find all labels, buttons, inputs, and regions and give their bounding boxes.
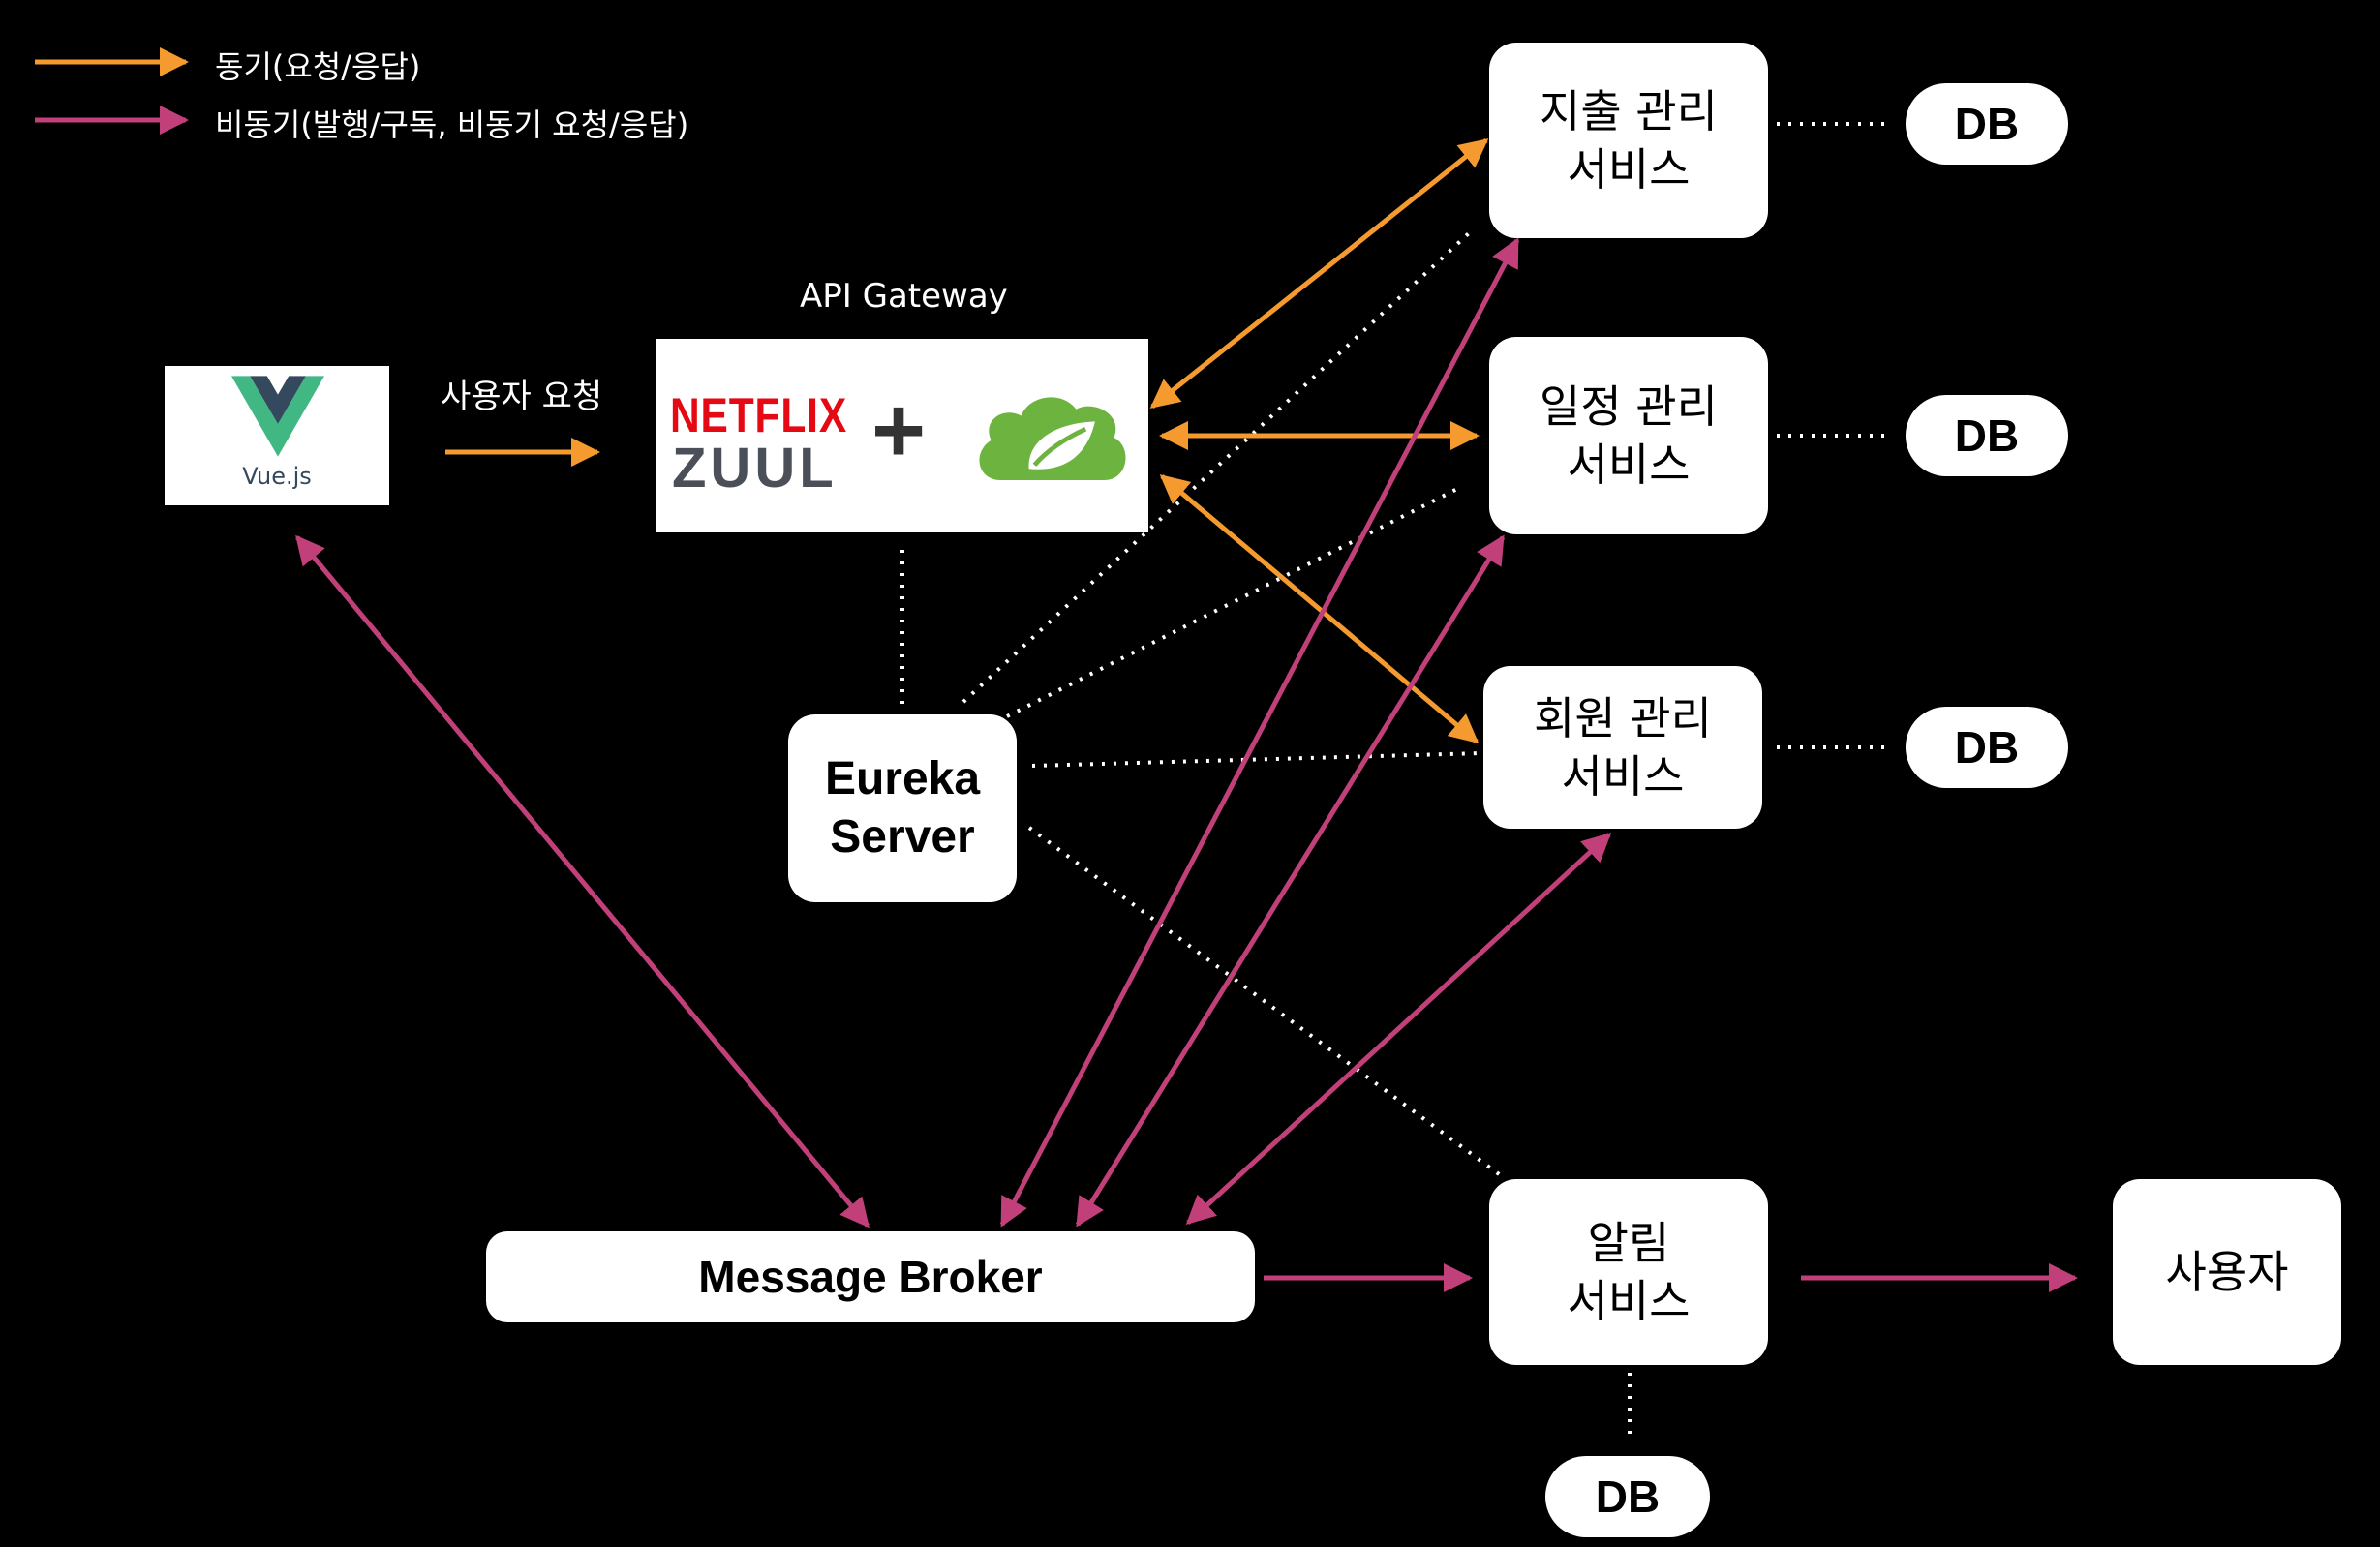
async-connections bbox=[295, 237, 2078, 1292]
api-gateway-box: NETFLIX ZUUL + bbox=[656, 339, 1148, 532]
eureka-server-box: Eureka Server bbox=[788, 714, 1017, 902]
member-service-box: 회원 관리 서비스 bbox=[1483, 666, 1762, 829]
legend-sync-label: 동기(요청/응답) bbox=[215, 48, 421, 85]
db-expense: DB bbox=[1906, 83, 2068, 165]
vue-logo-icon bbox=[231, 376, 324, 457]
schedule-service-box: 일정 관리 서비스 bbox=[1489, 337, 1768, 534]
user-request-label: 사용자 요청 bbox=[441, 378, 603, 416]
db-schedule: DB bbox=[1906, 395, 2068, 476]
db-notification: DB bbox=[1545, 1456, 1710, 1537]
plus-sign: + bbox=[871, 379, 927, 482]
expense-service-box: 지출 관리 서비스 bbox=[1489, 43, 1768, 238]
spring-leaf-icon bbox=[979, 397, 1126, 480]
user-box: 사용자 bbox=[2113, 1179, 2341, 1365]
db-member: DB bbox=[1906, 707, 2068, 788]
api-gateway-title: API Gateway bbox=[800, 277, 1008, 316]
notification-service-box: 알림 서비스 bbox=[1489, 1179, 1768, 1365]
vue-client-box: Vue.js bbox=[165, 366, 389, 505]
legend-async-label: 비동기(발행/구독, 비동기 요청/응답) bbox=[215, 106, 689, 143]
message-broker-box: Message Broker bbox=[486, 1231, 1255, 1322]
zuul-logo-text: ZUUL bbox=[672, 437, 838, 500]
vue-label: Vue.js bbox=[242, 463, 312, 490]
netflix-logo-text: NETFLIX bbox=[670, 388, 848, 442]
